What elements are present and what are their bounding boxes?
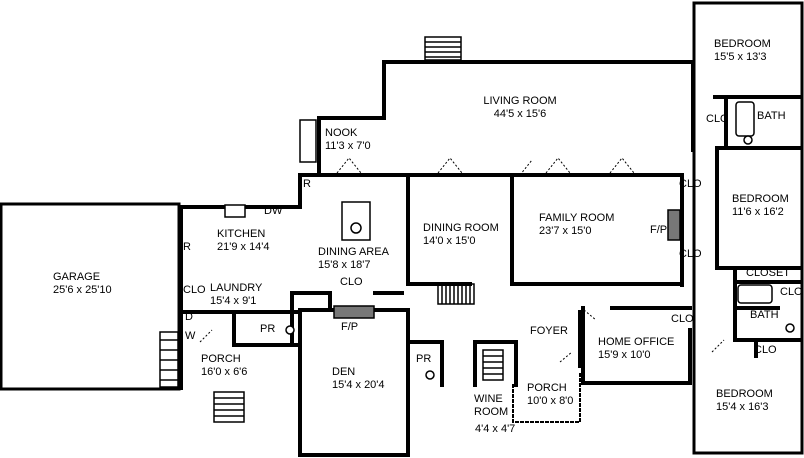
kitchen-south-wall [290,291,332,308]
island [341,201,371,241]
bath-2-label: BATH [750,309,779,321]
toilet-pr [285,325,295,335]
closet-label: CLOSET [746,267,791,279]
pr-hall-label: PR [416,353,432,365]
clo-dining-label: CLO [340,276,363,288]
fp-family-label: F/P [650,224,668,236]
toilet-1 [743,135,753,145]
sink [224,204,246,218]
fp-den-label: F/P [341,321,359,333]
foyer-label: FOYER [530,325,568,337]
tub-2 [737,284,773,304]
clo-bath2-label: CLO [780,286,803,298]
clo-family-2-label: CLO [679,248,702,260]
toilet-2 [785,323,795,333]
w-label: W [185,330,196,342]
d-label: D [185,311,193,323]
tub-1 [735,101,755,137]
nook-wall [317,116,386,177]
bath-1-label: BATH [757,110,786,122]
family-fireplace [667,209,681,241]
clo-laundry-label: CLO [183,284,206,296]
front-porch-outline [512,371,581,423]
dw-label: DW [264,205,283,217]
nook-range [299,119,317,163]
clo-bath2-b-label: CLO [754,344,777,356]
clo-office-label: CLO [671,313,694,325]
main-stairs [437,283,475,305]
den-fireplace [333,305,375,319]
living-room-steps [424,36,462,61]
kitchen-west-wall [179,173,321,277]
wine-room-stairs [482,349,504,381]
clo-bed1-label: CLO [706,113,729,125]
wine-room-size: 4'4 x 4'7 [475,423,516,435]
home-office-walls [581,306,692,385]
pr-laundry-label: PR [260,323,276,335]
toilet-pr-2 [425,370,435,380]
r-nook-label: R [303,178,311,190]
clo-family-1-label: CLO [679,178,702,190]
r-kitchen-label: R [183,241,191,253]
wine-room-walls [473,340,518,387]
porch-steps [213,391,245,423]
bedroom-wing-walls [692,1,804,455]
